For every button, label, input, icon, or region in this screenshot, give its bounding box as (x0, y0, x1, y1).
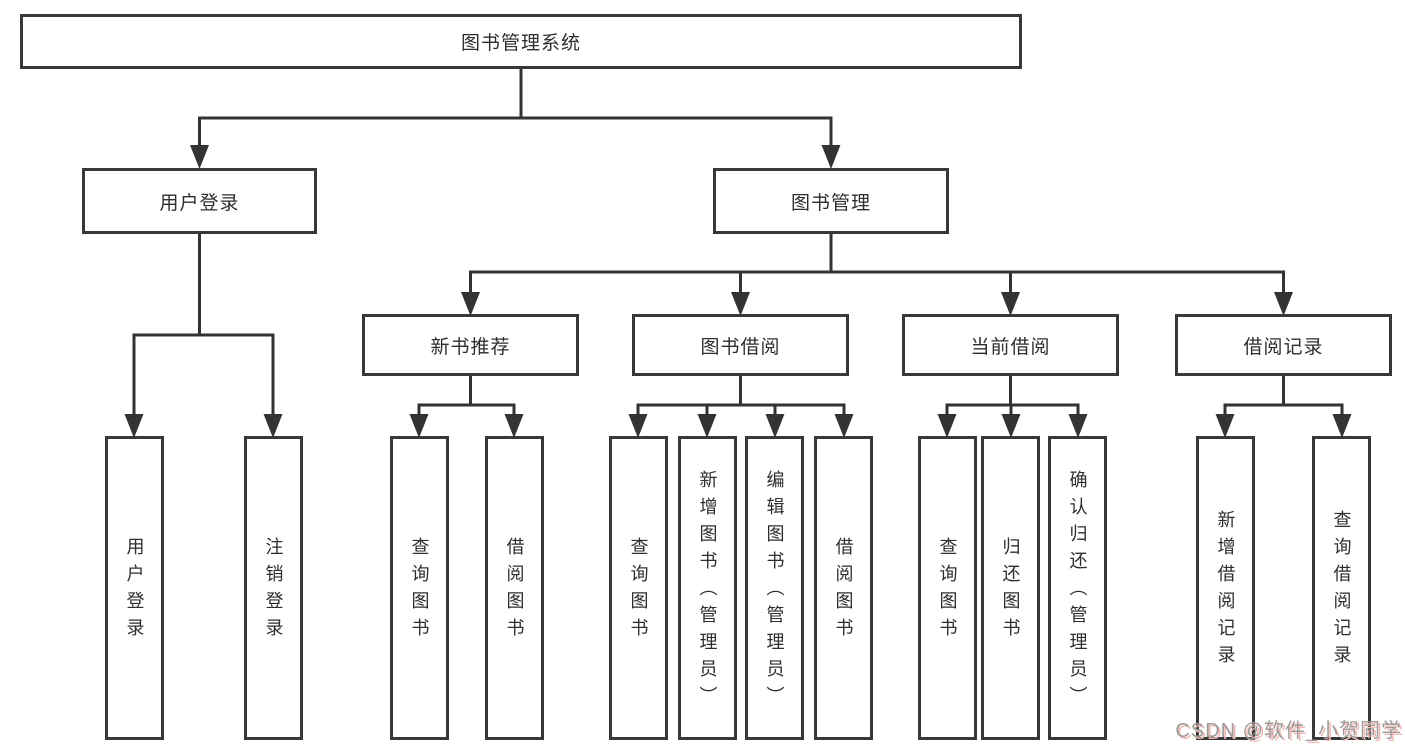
node-leaf-edit-book-admin: 编辑图书（管理员） (745, 436, 804, 740)
node-leaf-borrow-book-1: 借阅图书 (485, 436, 544, 740)
node-leaf-user-login: 用户登录 (105, 436, 164, 740)
csdn-watermark: CSDN @软件_小贺同学 (1175, 720, 1402, 742)
node-borrow-records: 借阅记录 (1175, 314, 1392, 376)
node-book-borrowing: 图书借阅 (632, 314, 849, 376)
node-book-management: 图书管理 (713, 168, 949, 234)
node-leaf-query-book-1: 查询图书 (390, 436, 449, 740)
node-leaf-return-book: 归还图书 (981, 436, 1040, 740)
node-leaf-query-book-2: 查询图书 (609, 436, 668, 740)
node-new-book-recommend: 新书推荐 (362, 314, 579, 376)
node-leaf-query-book-3: 查询图书 (918, 436, 977, 740)
node-leaf-query-borrow-record: 查询借阅记录 (1312, 436, 1371, 740)
node-leaf-logout: 注销登录 (244, 436, 303, 740)
node-leaf-add-borrow-record: 新增借阅记录 (1196, 436, 1255, 740)
node-user-login: 用户登录 (82, 168, 317, 234)
node-leaf-borrow-book-2: 借阅图书 (814, 436, 873, 740)
node-root: 图书管理系统 (20, 14, 1022, 69)
node-current-borrowing: 当前借阅 (902, 314, 1119, 376)
node-leaf-add-book-admin: 新增图书（管理员） (678, 436, 737, 740)
node-leaf-confirm-return-admin: 确认归还（管理员） (1048, 436, 1107, 740)
